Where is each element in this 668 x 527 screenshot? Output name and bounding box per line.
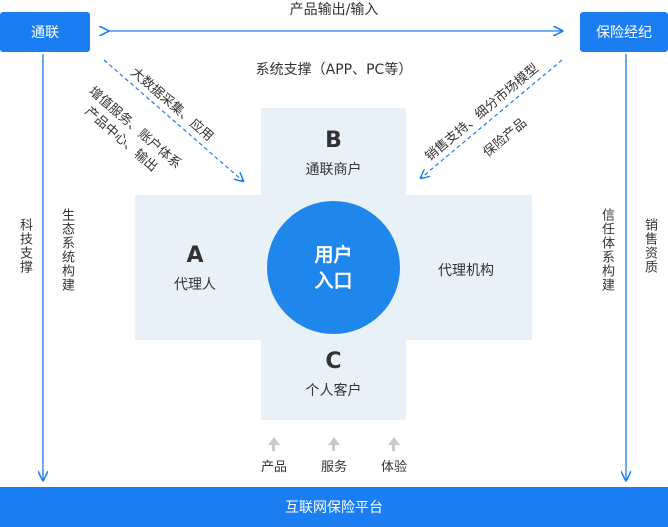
eco-build-label: 生态系统构建: [59, 208, 74, 292]
up-arrow-icon: [328, 437, 340, 445]
a-caption: 代理人: [174, 277, 216, 293]
b-caption: 通联商户: [305, 162, 362, 178]
tonglian-button[interactable]: 通联: [0, 12, 90, 52]
top-arrow-label: 产品输出/输入: [289, 2, 379, 18]
agency-caption: 代理机构: [438, 263, 494, 279]
right-diagonal-arrow: [421, 59, 563, 178]
tonglian-label: 通联: [31, 25, 59, 41]
internet-insurance-platform-bar[interactable]: 互联网保险平台: [0, 487, 668, 527]
bottom-item-product: 产品: [260, 460, 287, 475]
left-diagonal-arrow: [103, 59, 243, 181]
up-arrow-icon: [388, 437, 400, 445]
circle-line-2: 入口: [314, 269, 353, 292]
b-letter: B: [325, 128, 342, 153]
insurance-broker-label: 保险经纪: [596, 25, 652, 41]
bottom-item-service: 服务: [320, 460, 347, 475]
a-letter: A: [186, 243, 204, 268]
up-arrow-stem: [272, 445, 275, 451]
insurance-broker-button[interactable]: 保险经纪: [580, 12, 668, 52]
up-arrow-stem: [392, 445, 395, 451]
credit-system-label: 信任体系构建: [599, 208, 614, 292]
circle-line-1: 用户: [314, 243, 353, 266]
system-support-label: 系统支撑（APP、PC等）: [255, 62, 413, 78]
user-entry-circle[interactable]: 用户 入口: [267, 201, 400, 334]
c-caption: 个人客户: [305, 383, 362, 399]
platform-label: 互联网保险平台: [285, 500, 383, 516]
sales-qualification-label: 销售资质: [642, 218, 657, 274]
bottom-item-experience: 体验: [380, 460, 407, 475]
up-arrow-icon: [268, 437, 280, 445]
tech-support-label: 科技支撑: [17, 218, 32, 274]
up-arrow-stem: [332, 445, 335, 451]
c-letter: C: [325, 349, 342, 374]
